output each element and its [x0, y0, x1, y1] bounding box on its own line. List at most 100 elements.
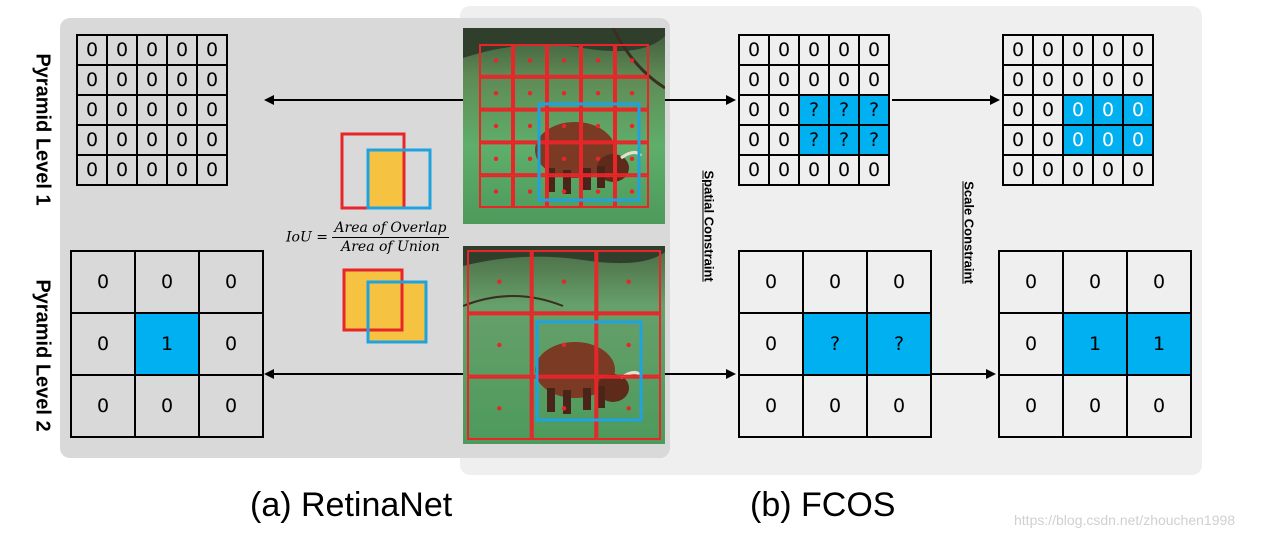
anchor-box: [581, 76, 615, 110]
grid-cell: 0: [1124, 66, 1154, 96]
grid-cell: 0: [1124, 96, 1154, 126]
grid-cell: 0: [108, 96, 138, 126]
anchor-center-dot: [561, 123, 567, 129]
grid-cell: 0: [138, 36, 168, 66]
grid-cell: 0: [78, 156, 108, 186]
grid-cell: 0: [1034, 126, 1064, 156]
grid-cell: 0: [1004, 66, 1034, 96]
anchor-center-dot: [561, 91, 567, 96]
grid-cell: 0: [800, 156, 830, 186]
grid-cell: 0: [800, 66, 830, 96]
grid-cell: 0: [168, 66, 198, 96]
anchor-center-dot: [493, 189, 499, 194]
grid-cell: 0: [1000, 252, 1064, 314]
anchor-center-dot: [497, 279, 502, 284]
grid-cell: 0: [1094, 36, 1124, 66]
grid-cell: 0: [1034, 156, 1064, 186]
anchor-box: [531, 313, 597, 377]
grid-cell: 0: [78, 126, 108, 156]
grid-cell: 0: [1094, 96, 1124, 126]
grid-cell: 0: [1094, 66, 1124, 96]
anchor-center-dot: [493, 58, 499, 63]
anchor-box: [479, 44, 513, 77]
anchor-center-dot: [595, 58, 601, 63]
grid-cell: 0: [136, 252, 200, 314]
grid-cell: ?: [830, 96, 860, 126]
anchor-center-dot: [493, 156, 499, 161]
grid-cell: 0: [200, 252, 264, 314]
anchor-center-dot: [629, 156, 635, 161]
grid-cell: ?: [800, 96, 830, 126]
anchor-box: [467, 376, 532, 441]
anchor-center-dot: [595, 91, 601, 96]
grid-cell: 0: [168, 126, 198, 156]
grid-cell: 0: [740, 36, 770, 66]
watermark: https://blog.csdn.net/zhouchen1998: [1014, 512, 1236, 528]
grid-cell: 0: [868, 376, 932, 438]
grid-cell: 0: [1034, 36, 1064, 66]
grid-cell: 1: [136, 314, 200, 376]
anchor-box: [615, 44, 649, 77]
anchor-box: [467, 250, 532, 314]
grid-cell: 0: [830, 156, 860, 186]
anchor-center-dot: [629, 123, 635, 129]
iou-low-overlap-icon: [340, 132, 432, 210]
iou-denominator: Area of Union: [341, 239, 440, 255]
grid-cell: 0: [800, 36, 830, 66]
anchor-center-dot: [561, 156, 567, 161]
grid-cell: 0: [108, 126, 138, 156]
cow-image-level1: [463, 28, 665, 224]
grid-cell: 0: [1064, 126, 1094, 156]
grid-cell: 1: [1128, 314, 1192, 376]
grid-cell: 0: [138, 156, 168, 186]
grid-cell: 0: [1004, 96, 1034, 126]
grid-cell: 0: [740, 252, 804, 314]
grid-cell: 0: [138, 96, 168, 126]
anchor-center-dot: [626, 406, 631, 411]
anchor-box: [581, 142, 615, 176]
grid-cell: 0: [1124, 156, 1154, 186]
anchor-box: [615, 109, 649, 143]
grid-cell: 0: [868, 252, 932, 314]
grid-cell: 0: [108, 66, 138, 96]
grid-cell: 0: [830, 36, 860, 66]
grid-cell: ?: [868, 314, 932, 376]
grid-cell: ?: [800, 126, 830, 156]
anchor-center-dot: [629, 189, 635, 194]
anchor-box: [513, 76, 547, 110]
grid-cell: 0: [1064, 36, 1094, 66]
iou-formula-lhs: IoU =: [286, 229, 328, 246]
anchor-center-dot: [595, 189, 601, 194]
grid-cell: 0: [1094, 156, 1124, 186]
grid-cell: 0: [138, 126, 168, 156]
grid-cell: 0: [198, 126, 228, 156]
anchor-center-dot: [527, 58, 533, 63]
anchor-box: [479, 76, 513, 110]
grid-cell: 0: [1064, 96, 1094, 126]
anchor-box: [615, 175, 649, 208]
grid-cell: 0: [78, 96, 108, 126]
grid-cell: 0: [740, 126, 770, 156]
anchor-center-dot: [626, 279, 631, 284]
anchor-center-dot: [527, 123, 533, 129]
grid-cell: 0: [138, 66, 168, 96]
anchor-center-dot: [561, 189, 567, 194]
anchor-center-dot: [527, 189, 533, 194]
anchor-box: [581, 44, 615, 77]
grid-cell: ?: [830, 126, 860, 156]
grid-cell: 0: [108, 156, 138, 186]
grid-cell: 0: [1128, 376, 1192, 438]
grid-cell: 0: [770, 156, 800, 186]
anchor-center-dot: [497, 406, 502, 411]
scale-constraint-label: Scale Constraint: [961, 181, 977, 284]
grid-cell: 0: [1034, 66, 1064, 96]
grid-cell: 0: [168, 96, 198, 126]
grid-cell: 0: [72, 376, 136, 438]
anchor-box: [596, 313, 661, 377]
grid-cell: 0: [770, 96, 800, 126]
anchor-box: [615, 142, 649, 176]
grid-cell: 0: [1128, 252, 1192, 314]
